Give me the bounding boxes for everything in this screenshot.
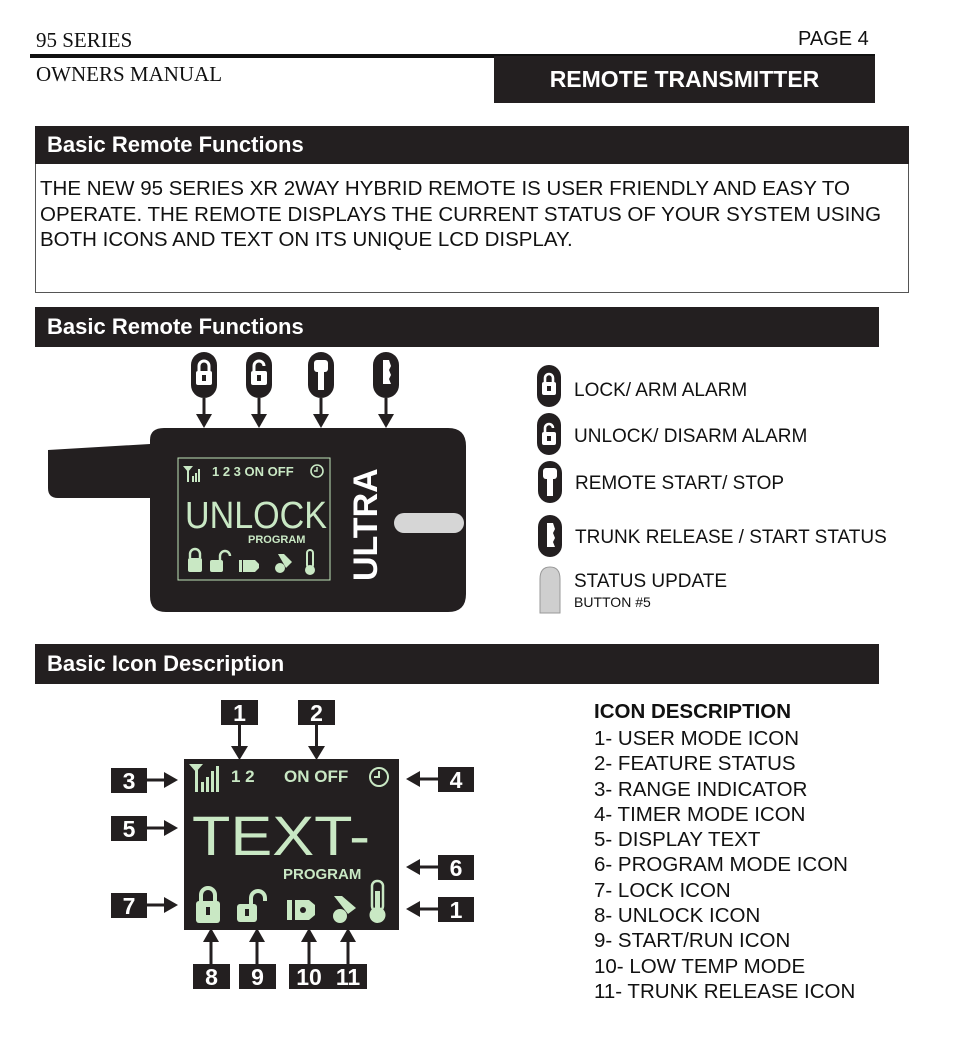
callout-bottom-11: 11 [329, 928, 367, 990]
svg-text:4: 4 [450, 767, 463, 793]
legend-label-trunk: TRUNK RELEASE / START STATUS [575, 527, 887, 548]
intro-text: THE NEW 95 SERIES XR 2WAY HYBRID REMOTE … [40, 177, 882, 251]
list-item: 3- RANGE INDICATOR [594, 777, 808, 801]
remote-lcd-text: UNLOCK [185, 495, 327, 537]
svg-text:8: 8 [205, 964, 218, 990]
svg-text:7: 7 [123, 893, 136, 919]
legend-label-unlock: UNLOCK/ DISARM ALARM [574, 426, 808, 447]
timer-mode-icon [369, 767, 389, 787]
user-mode-icon: 1 2 [231, 767, 255, 786]
list-item: 4- TIMER MODE ICON [594, 802, 806, 826]
icon-description-list: 1- USER MODE ICON 2- FEATURE STATUS 3- R… [594, 726, 855, 1004]
icon-description-title: ICON DESCRIPTION [594, 700, 792, 723]
list-item: 9- START/RUN ICON [594, 929, 791, 953]
lcd-diagram: 1 2 3 5 7 4 6 1 [111, 700, 474, 990]
svg-text:1: 1 [233, 700, 246, 726]
remote-lcd-program: PROGRAM [248, 534, 305, 546]
svg-text:9: 9 [251, 964, 264, 990]
trunk-release-icon [369, 879, 386, 923]
svg-text:5: 5 [123, 816, 136, 842]
unlock-icon [237, 889, 267, 922]
lock-button-icon [191, 352, 217, 428]
header-rule [30, 54, 875, 58]
list-item: 8- UNLOCK ICON [594, 904, 761, 928]
svg-text:11: 11 [336, 964, 361, 990]
page-number: PAGE 4 [798, 28, 869, 50]
section-banner: REMOTE TRANSMITTER [494, 56, 875, 103]
low-temp-mode-icon [333, 896, 356, 923]
callout-top-1: 1 [221, 700, 258, 760]
callout-left-3: 3 [111, 768, 178, 794]
section-heading-icons: Basic Icon Description [35, 644, 879, 684]
svg-text:3: 3 [123, 768, 136, 794]
legend-label-start: REMOTE START/ STOP [575, 473, 785, 494]
callout-bottom-10: 10 [289, 928, 329, 990]
callout-right-6: 6 [406, 855, 474, 881]
legend-label-status: STATUS UPDATE [574, 571, 728, 592]
key-icon [538, 461, 562, 503]
callout-bottom-9: 9 [239, 928, 276, 990]
trunk-icon [538, 515, 562, 557]
lock-icon [537, 365, 561, 407]
display-text: TEXT- [192, 804, 370, 867]
manual-label: OWNERS MANUAL [36, 62, 223, 86]
brand-label: ULTRA [347, 468, 385, 581]
list-item: 1- USER MODE ICON [594, 727, 800, 750]
remote-lcd-clock-icon [310, 464, 324, 478]
svg-text:6: 6 [450, 855, 463, 881]
legend-label-lock: LOCK/ ARM ALARM [574, 380, 748, 401]
list-item: 10- LOW TEMP MODE [594, 954, 806, 978]
remote-lcd-icons [188, 547, 315, 575]
status-button-icon [539, 566, 561, 614]
unlock-button-icon [246, 352, 272, 428]
start-run-icon [287, 900, 315, 920]
remote-lcd [177, 457, 331, 581]
trunk-button-icon [373, 352, 399, 428]
callout-left-5: 5 [111, 816, 178, 842]
section-heading-functions: Basic Remote Functions [35, 307, 879, 347]
feature-status-label: ON OFF [284, 767, 348, 786]
callout-right-4: 4 [406, 767, 474, 793]
section-heading-intro: Basic Remote Functions [35, 126, 909, 164]
list-item: 2- FEATURE STATUS [594, 752, 796, 776]
callout-right-1: 1 [406, 897, 474, 923]
legend-icons [537, 365, 562, 614]
callout-left-7: 7 [111, 893, 178, 919]
callout-bottom-8: 8 [193, 928, 230, 990]
callout-top-2: 2 [298, 700, 335, 760]
list-item: 11- TRUNK RELEASE ICON [594, 979, 856, 1003]
intro-box [35, 164, 909, 293]
list-item: 6- PROGRAM MODE ICON [594, 853, 848, 877]
remote-lcd-status: 1 2 3 ON OFF [212, 464, 294, 479]
remote-lcd-range-icon [183, 466, 200, 482]
list-item: 5- DISPLAY TEXT [594, 828, 761, 852]
unlock-icon [537, 413, 561, 455]
series-label: 95 SERIES [36, 28, 133, 52]
svg-text:10: 10 [296, 964, 322, 990]
svg-text:2: 2 [310, 700, 323, 726]
start-button-icon [308, 352, 334, 428]
remote-illustration: ULTRA 1 2 3 ON OFF UNLOCK PROGRAM [48, 352, 466, 612]
lock-icon [196, 886, 220, 923]
list-item: 7- LOCK ICON [594, 878, 731, 902]
range-indicator-icon [189, 764, 219, 792]
svg-text:1: 1 [450, 897, 463, 923]
legend-sublabel-status: BUTTON #5 [574, 594, 651, 610]
status-update-button [394, 513, 464, 533]
program-mode-icon: PROGRAM [283, 866, 361, 883]
